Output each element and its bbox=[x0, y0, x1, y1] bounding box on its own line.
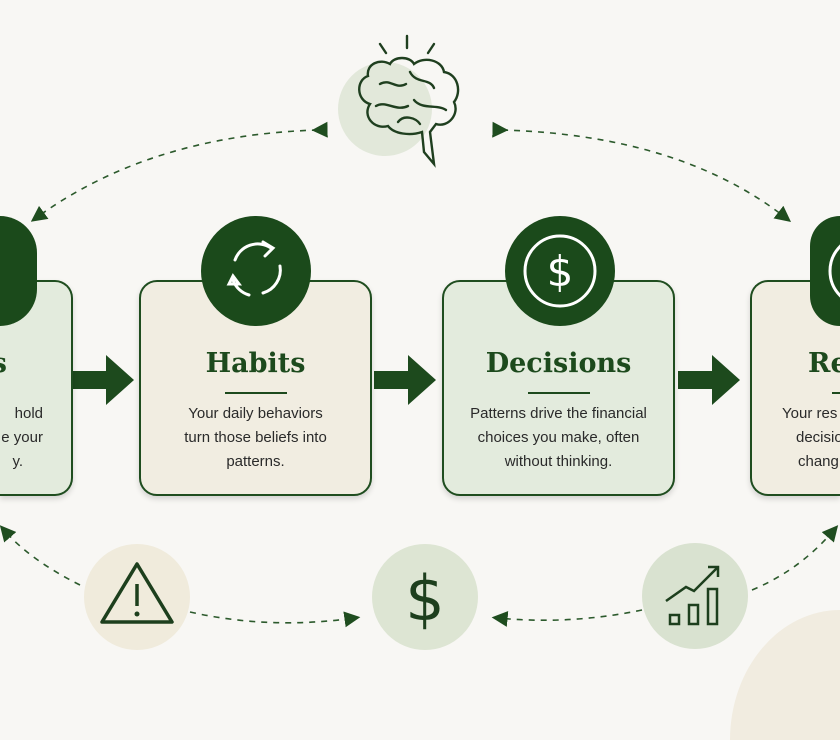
dollar-circle-icon: $ bbox=[505, 216, 615, 326]
dashed-arrow-bottom-mid-left bbox=[189, 611, 361, 628]
title-divider bbox=[832, 392, 840, 394]
dashed-arrow-bottom-left bbox=[0, 525, 81, 586]
dollar-icon: $ bbox=[405, 562, 444, 635]
growth-chart-icon bbox=[665, 565, 720, 626]
card-title: Decisions bbox=[485, 348, 632, 379]
card-text: hold e your y. bbox=[1, 405, 43, 470]
dollar-badge: $ bbox=[372, 544, 478, 650]
cycle-arrows-icon bbox=[201, 216, 311, 326]
dashed-arrow-bottom-right bbox=[751, 525, 839, 591]
card-text: Your res decisio chang bbox=[782, 405, 840, 470]
card-text: Patterns drive the financial choices you… bbox=[470, 405, 647, 470]
partial-circle-icon bbox=[810, 216, 840, 326]
card-title: Habits bbox=[205, 348, 306, 379]
flow-arrow-3 bbox=[678, 355, 740, 405]
svg-text:$: $ bbox=[547, 247, 574, 296]
title-divider bbox=[527, 392, 590, 394]
title-divider bbox=[224, 392, 287, 394]
card-text: Your daily behaviors turn those beliefs … bbox=[184, 405, 327, 470]
dashed-arrow-bottom-mid-right bbox=[491, 609, 643, 627]
flow-arrow-1 bbox=[72, 355, 134, 405]
warning-icon bbox=[100, 562, 174, 624]
dashed-arrow-top-right bbox=[492, 121, 792, 222]
flow-arrow-2 bbox=[374, 355, 436, 405]
card-title: s bbox=[0, 348, 7, 379]
warning-badge bbox=[84, 544, 190, 650]
brain-icon bbox=[358, 34, 460, 168]
dashed-arrow-top-left bbox=[30, 121, 328, 222]
growth-badge bbox=[642, 543, 748, 649]
card-title: Re bbox=[808, 348, 840, 379]
partial-circle-icon bbox=[0, 216, 37, 326]
svg-text:$: $ bbox=[405, 562, 444, 635]
